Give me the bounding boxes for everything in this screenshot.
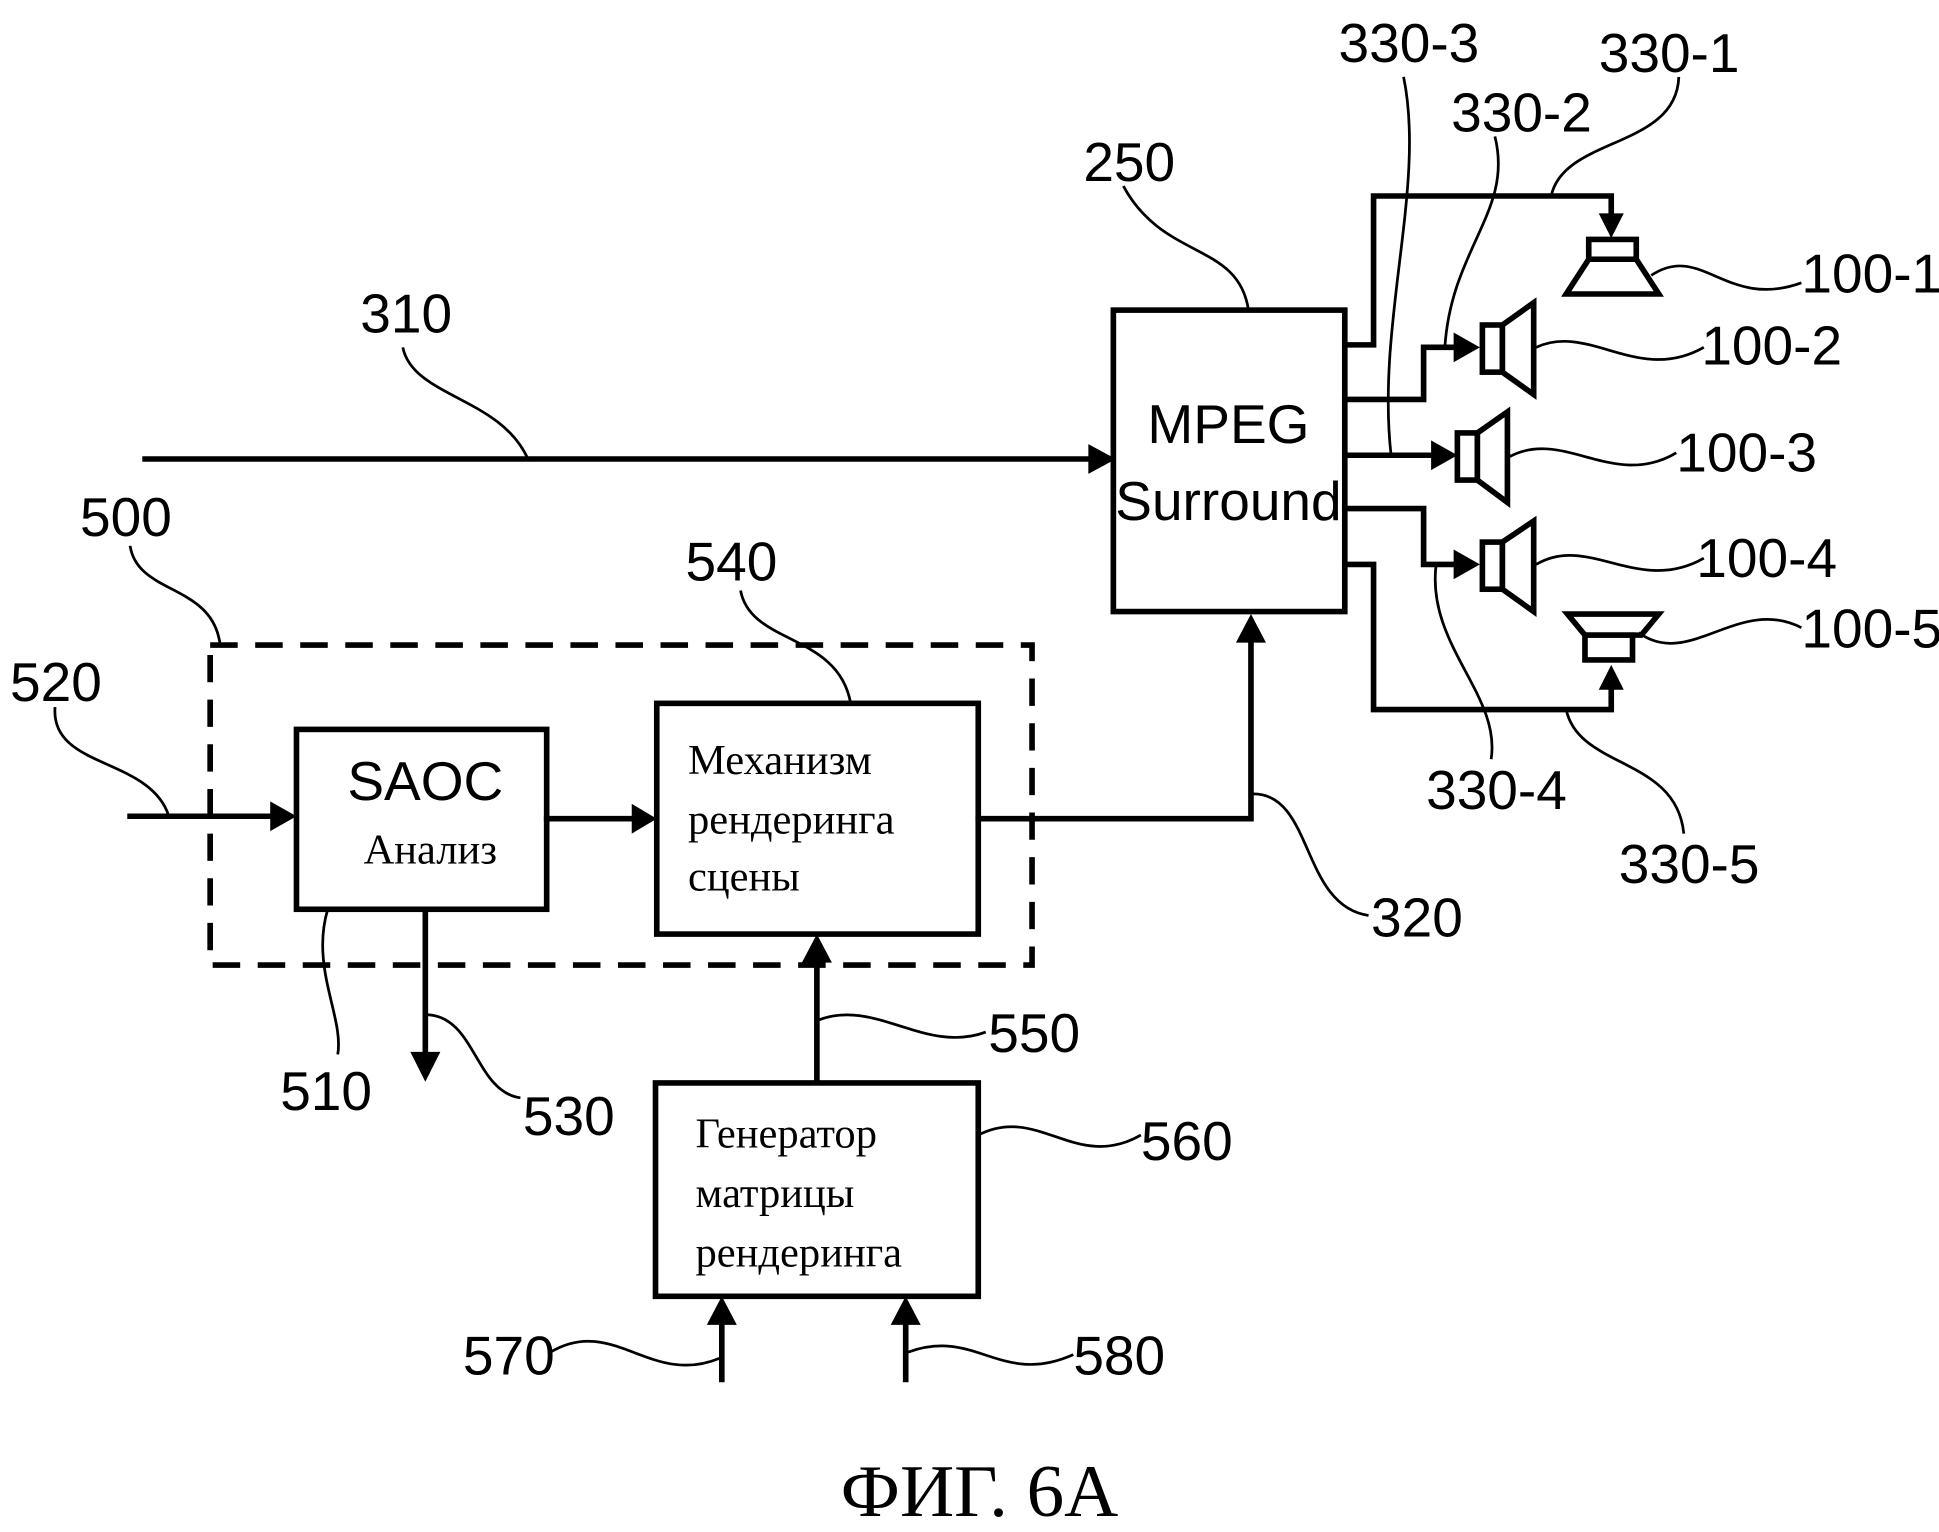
generator-line3: рендеринга: [696, 1230, 903, 1277]
signal-530: 530: [410, 906, 615, 1147]
signal-520: 520: [10, 651, 297, 832]
signal-570: 570: [463, 1296, 737, 1386]
block-saoc-analysis: SAOC Анализ 510: [280, 726, 550, 1122]
speaker-100-5-icon: 100-5: [1561, 598, 1939, 663]
label-520: 520: [10, 651, 102, 713]
label-100-2: 100-2: [1701, 315, 1842, 377]
label-550: 550: [988, 1002, 1080, 1064]
speaker-100-4-icon: 100-4: [1479, 515, 1837, 618]
saoc-line1: SAOC: [347, 750, 503, 812]
label-500: 500: [80, 486, 172, 548]
output-330-3: 330-3: [1339, 12, 1480, 471]
mpeg-surround-line1: MPEG: [1147, 393, 1309, 455]
figure-caption: ФИГ. 6А: [841, 1450, 1119, 1532]
label-100-5: 100-5: [1801, 598, 1939, 660]
arrow-head-icon: [631, 803, 657, 834]
signal-580: 580: [890, 1296, 1165, 1387]
signal-310: 310: [142, 283, 1116, 474]
mpeg-surround-line2: Surround: [1115, 470, 1341, 532]
signal-320: 320: [975, 614, 1463, 949]
renderer-line3: сцены: [688, 854, 800, 901]
block-mpeg-surround: MPEG Surround 250: [1083, 131, 1348, 615]
generator-line1: Генератор: [696, 1111, 877, 1158]
label-330-1: 330-1: [1599, 22, 1740, 84]
output-330-5: 330-5: [1341, 561, 1760, 895]
label-510: 510: [280, 1060, 372, 1122]
renderer-line1: Механизм: [688, 737, 872, 784]
label-580: 580: [1073, 1325, 1165, 1387]
output-330-2: 330-2: [1341, 82, 1592, 403]
label-330-3: 330-3: [1339, 12, 1480, 74]
output-330-4: 330-4: [1341, 505, 1567, 821]
label-310: 310: [360, 283, 452, 345]
label-530: 530: [523, 1085, 615, 1147]
saoc-line2: Анализ: [364, 827, 497, 874]
label-100-3: 100-3: [1676, 422, 1817, 484]
label-100-4: 100-4: [1696, 527, 1837, 589]
speaker-100-1-icon: 100-1: [1561, 236, 1939, 305]
output-330-1: 330-1: [1341, 22, 1740, 348]
dashed-group-500: [207, 642, 1035, 968]
label-250: 250: [1083, 131, 1175, 193]
block-scene-renderer: Механизм рендеринга сцены 540: [653, 531, 982, 937]
signal-550: 550: [801, 934, 1080, 1086]
speaker-100-2-icon: 100-2: [1479, 297, 1842, 400]
generator-line2: матрицы: [696, 1170, 855, 1217]
arrow-head-icon: [1088, 444, 1116, 474]
label-100-1: 100-1: [1801, 243, 1939, 305]
block-matrix-generator: Генератор матрицы рендеринга 560: [652, 1080, 1233, 1300]
label-570: 570: [463, 1325, 555, 1387]
label-560: 560: [1141, 1110, 1233, 1172]
label-540: 540: [686, 531, 778, 593]
label-330-5: 330-5: [1619, 833, 1760, 895]
label-330-4: 330-4: [1426, 759, 1567, 821]
label-330-2: 330-2: [1451, 82, 1592, 144]
renderer-line2: рендеринга: [688, 797, 895, 844]
label-320: 320: [1371, 887, 1463, 949]
speaker-100-3-icon: 100-3: [1454, 406, 1817, 508]
